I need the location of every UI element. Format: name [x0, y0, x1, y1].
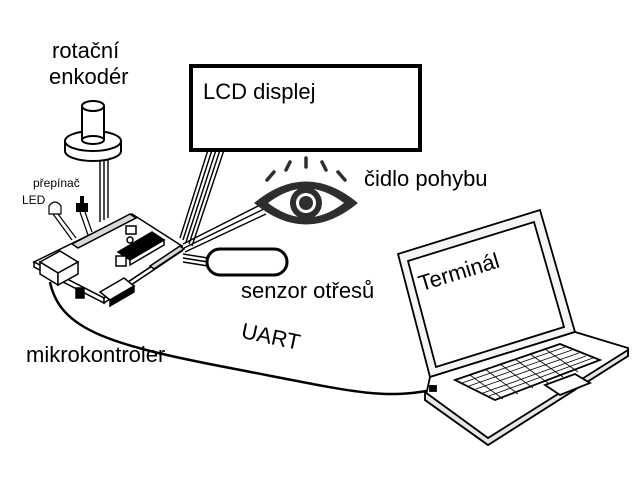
led-icon	[48, 201, 77, 241]
shock-sensor-wires	[182, 253, 209, 267]
motion-sensor-label: čidlo pohybu	[364, 166, 488, 191]
motion-sensor-wires	[182, 203, 267, 253]
led-label: LED	[22, 193, 46, 207]
encoder-wires	[99, 160, 109, 222]
uart-cable	[48, 281, 433, 396]
mcu-label: mikrokontroler	[26, 342, 166, 367]
switch-icon	[76, 196, 93, 236]
switch-label: přepínač	[33, 176, 80, 190]
lcd-display	[189, 64, 422, 152]
shock-sensor-label: senzor otřesů	[241, 278, 375, 303]
lcd-label: LCD displej	[203, 79, 316, 104]
encoder-label-line2: enkodér	[49, 64, 129, 89]
rotary-encoder-icon	[64, 100, 122, 162]
arduino-board-icon	[32, 213, 186, 308]
eye-icon	[254, 156, 358, 225]
lcd-wires	[179, 149, 225, 247]
laptop-icon	[396, 208, 629, 447]
encoder-label-line1: rotační	[52, 38, 120, 63]
shock-sensor-icon	[205, 247, 289, 277]
